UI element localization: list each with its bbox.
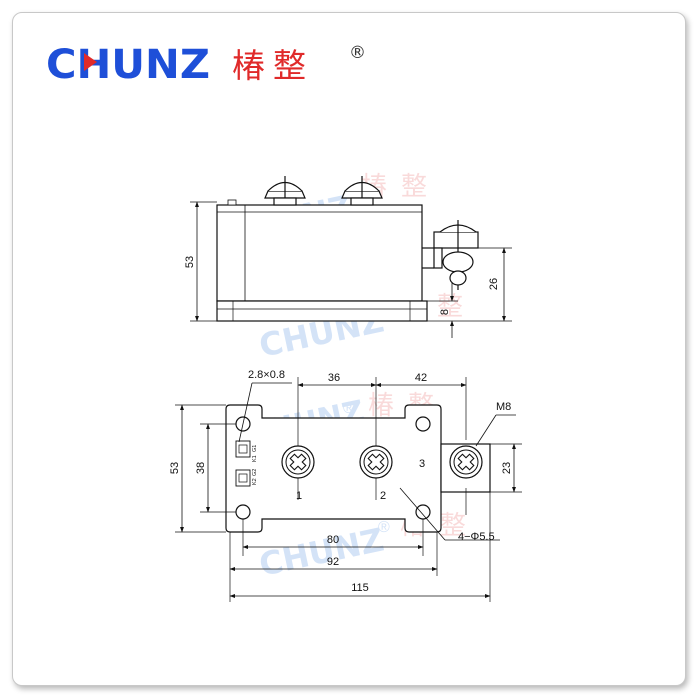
- pin-label-group: G1 K1 G2 K2: [252, 445, 258, 485]
- dim-terminal-23: 23: [501, 462, 513, 474]
- terminal-2-label: 2: [380, 490, 386, 502]
- terminal-2-screw: [359, 445, 393, 479]
- module-body: [216, 204, 423, 302]
- dim-height-53: 53: [169, 462, 181, 474]
- thread-label: M8: [496, 401, 511, 413]
- side-dim-height: 53: [184, 256, 196, 268]
- terminal-3-screw: [449, 445, 483, 479]
- watermark-registered-mark: ®: [378, 519, 390, 536]
- side-view: [190, 176, 512, 338]
- drawing-frame: [12, 12, 686, 686]
- dim-hole-pitch-80: 80: [327, 534, 339, 546]
- side-terminal-3: [422, 220, 479, 290]
- brand-logo: CHUNZ 椿整 ®: [46, 42, 366, 88]
- side-screw-1: [264, 176, 306, 206]
- top-view-dimensions: [175, 382, 522, 602]
- pin-label-g1: G1: [252, 445, 258, 452]
- module-outline: [225, 404, 442, 533]
- logo-diode-icon: [84, 53, 97, 71]
- side-dim-base: 8: [439, 309, 451, 315]
- registered-mark: ®: [349, 43, 366, 63]
- side-screw-2: [341, 176, 383, 206]
- terminal-1-screw: [281, 445, 315, 479]
- pin-label-k2: K2: [252, 478, 258, 485]
- dim-overall-115: 115: [351, 582, 369, 594]
- watermark-registered-mark: ®: [343, 400, 355, 417]
- mounting-hole: [415, 416, 431, 432]
- brand-logo-text: CHUNZ: [46, 42, 210, 88]
- terminal-1-label: 1: [296, 490, 302, 502]
- base-plate: [216, 300, 428, 322]
- hole-spec-label: 4−Φ5.5: [458, 531, 495, 543]
- pin-label-g2: G2: [252, 469, 258, 476]
- brand-chinese-name: 椿整: [232, 46, 314, 85]
- dim-width-92: 92: [327, 556, 339, 568]
- terminal-3-label: 3: [419, 458, 425, 470]
- side-dim-terminal-height: 26: [488, 278, 500, 290]
- dim-pitch-42: 42: [415, 372, 427, 384]
- dim-pin-size: 2.8×0.8: [248, 369, 285, 381]
- dim-pitch-36: 36: [328, 372, 340, 384]
- watermark-logo-text: CHUNZ: [256, 520, 387, 583]
- dim-hole-pitch-38: 38: [195, 462, 207, 474]
- pin-label-k1: K1: [252, 455, 258, 462]
- watermark-bottom: CHUNZ ® 椿整: [256, 511, 466, 584]
